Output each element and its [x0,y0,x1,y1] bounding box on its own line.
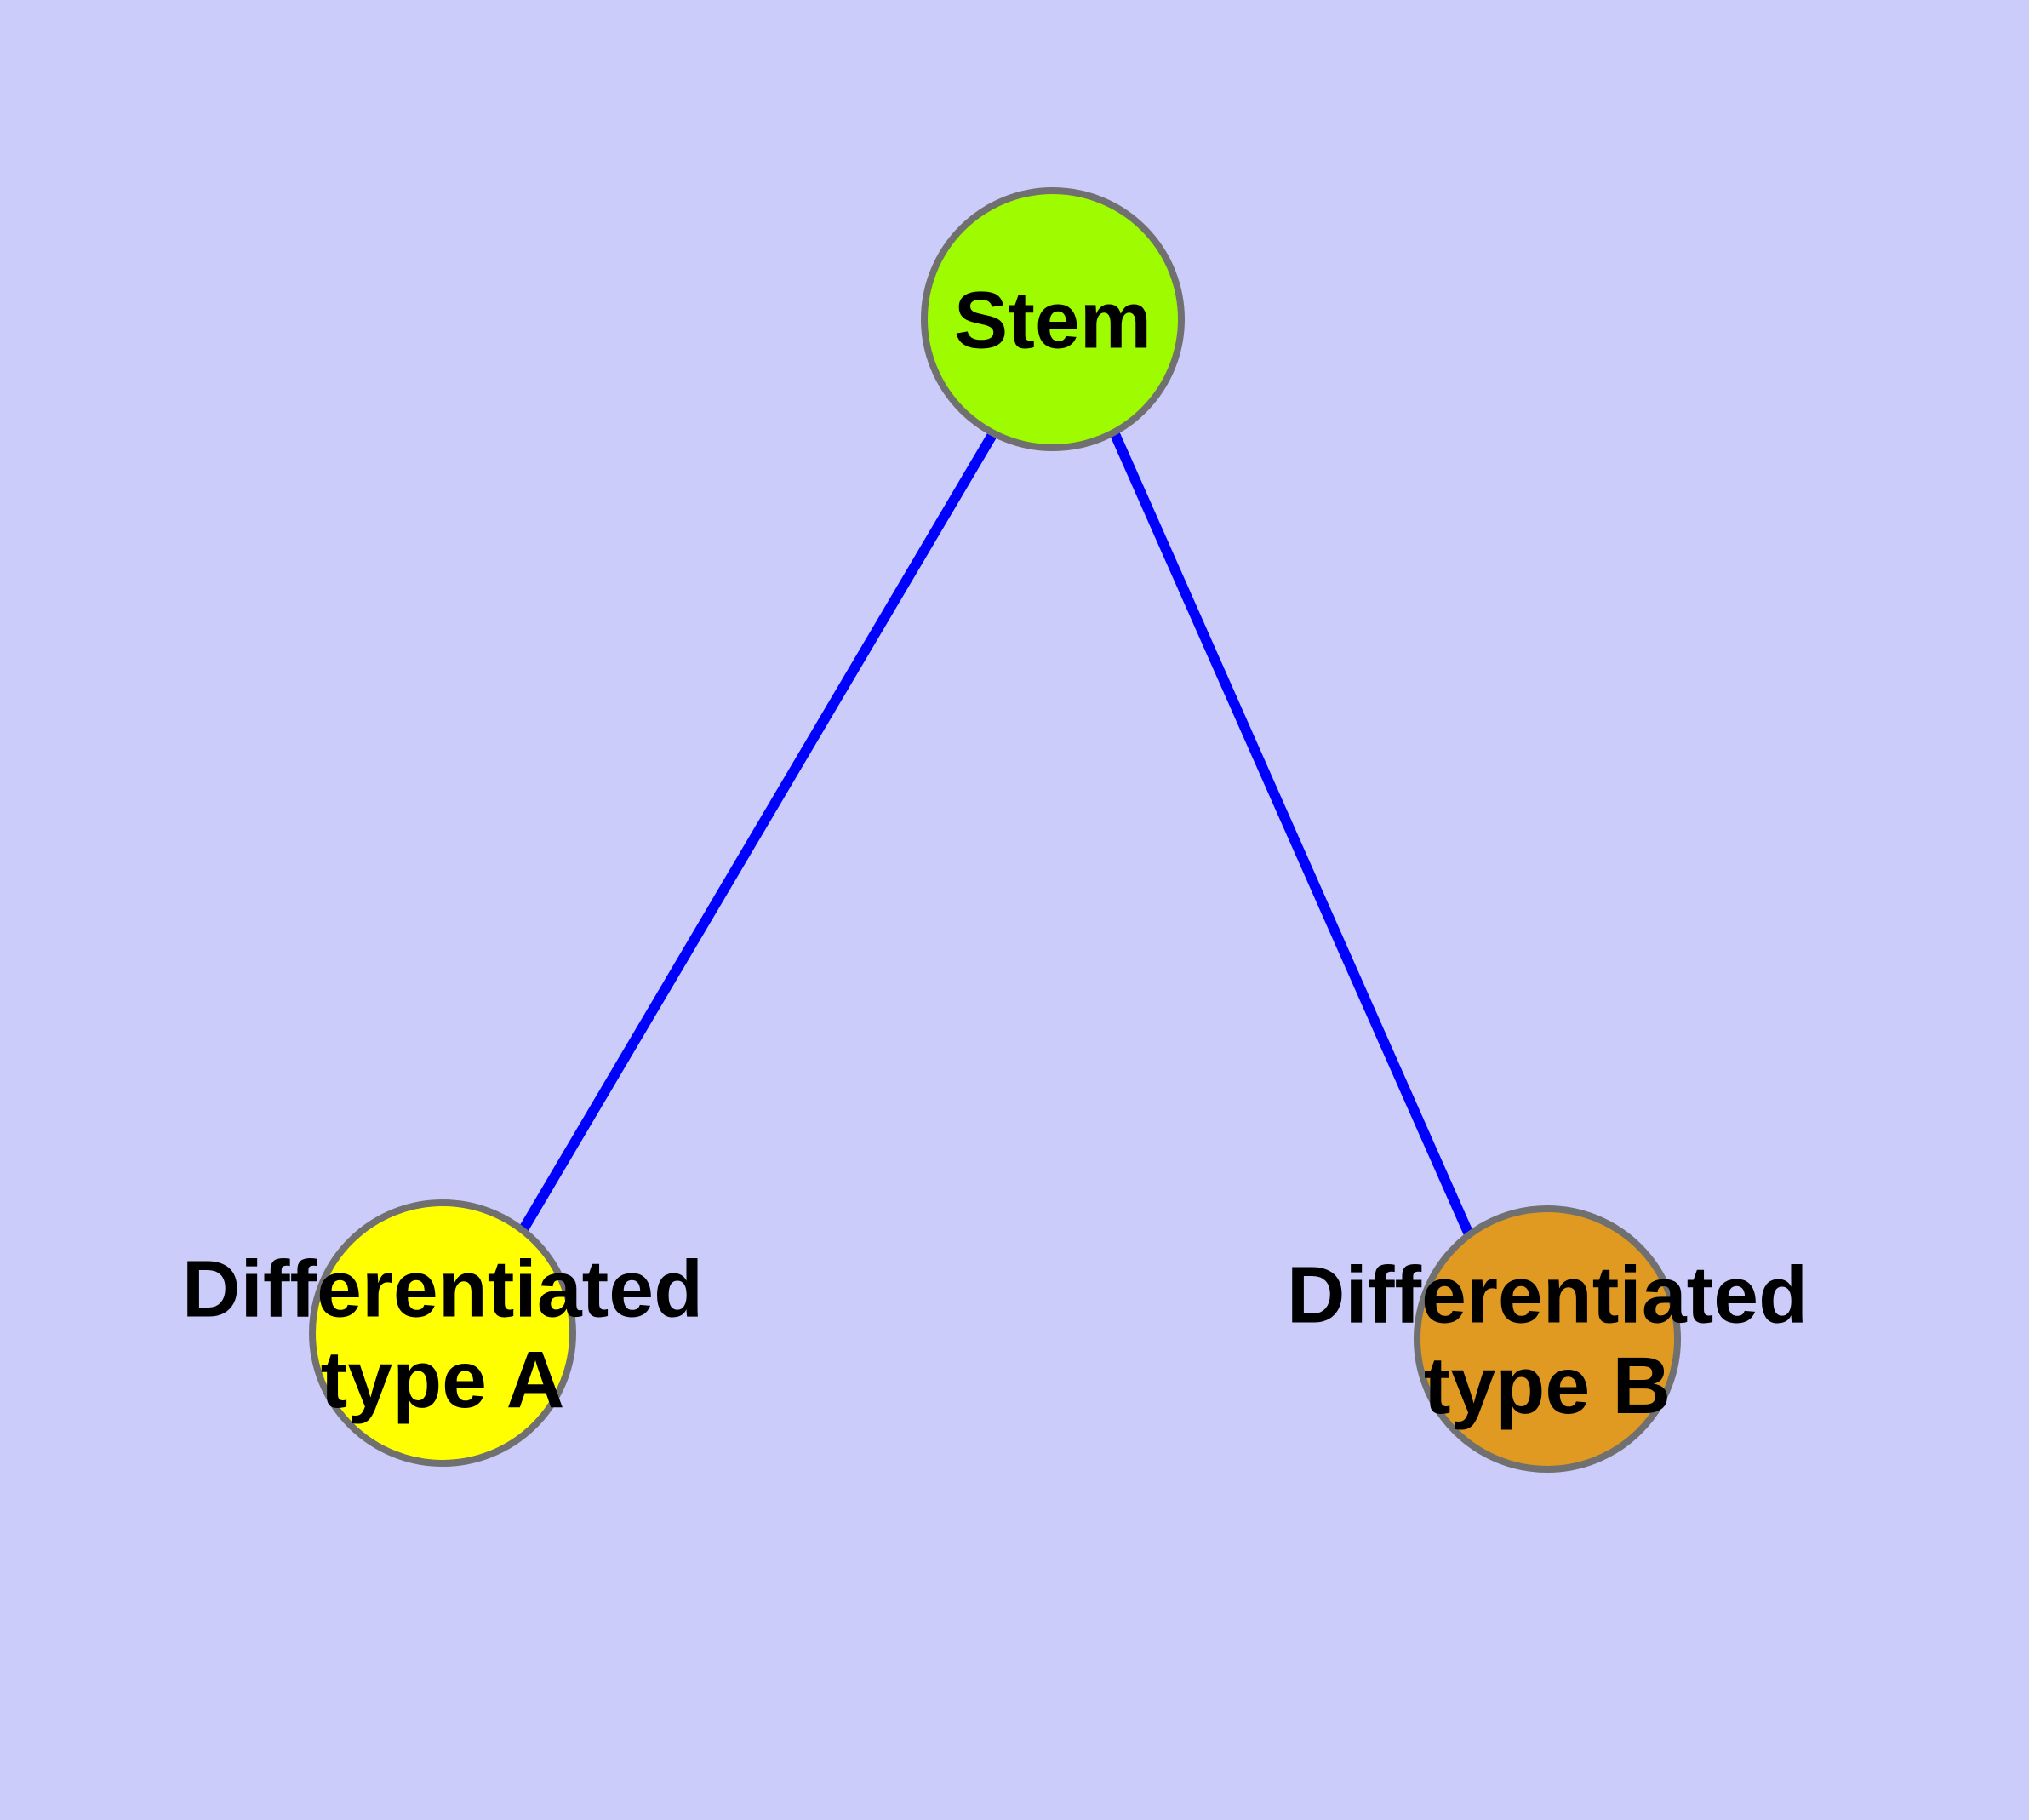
node-label-stem: Stem [954,276,1152,366]
edge-stem-to-diff-b[interactable] [1110,432,1474,1237]
edges-group [518,430,1474,1237]
node-label-line: Differentiated [182,1245,703,1335]
node-diff-b[interactable] [1414,1205,1681,1473]
node-label-line: Differentiated [1287,1251,1808,1341]
node-label-line: type B [1424,1341,1671,1431]
node-label-line: Stem [954,276,1152,366]
nodes-group [309,187,1681,1473]
node-label-line: type A [321,1335,565,1425]
edge-stem-to-diff-a[interactable] [518,430,998,1233]
node-stem[interactable] [921,187,1185,451]
node-diff-a[interactable] [309,1199,576,1467]
